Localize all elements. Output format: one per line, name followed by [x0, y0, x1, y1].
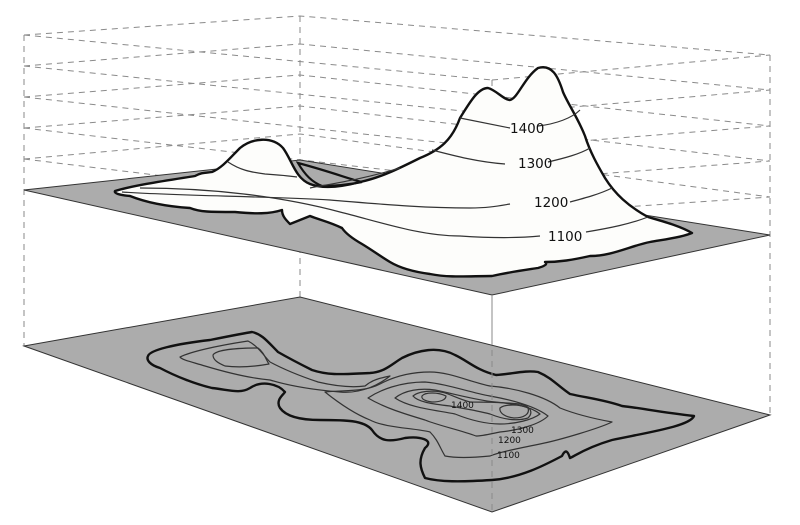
map-contour-east-1200: [367, 381, 549, 437]
map-contour-west-1300: [212, 347, 270, 368]
model-label-1300: 1300: [518, 156, 552, 172]
model-contour-1100: [139, 187, 649, 239]
terrain-model-plane: 1400 1300 1200 1100: [23, 66, 771, 296]
model-label-1400: 1400: [510, 121, 544, 137]
model-contour-1300: [431, 147, 591, 165]
map-contour-west-1200: [179, 340, 391, 393]
model-contour-west-hill: [227, 161, 298, 178]
terrain-surface: [113, 66, 694, 278]
map-contour-summit-east: [499, 404, 529, 419]
map-label-1400: 1400: [451, 401, 474, 411]
map-contour-east-1100: [324, 371, 613, 459]
model-contour-1200: [121, 167, 613, 209]
contour-map-plane: 1400 1300 1200 1100: [22, 296, 772, 513]
map-contour-east-1400: [412, 390, 532, 421]
map-base-plane: [22, 296, 772, 513]
model-label-1200: 1200: [534, 195, 568, 211]
model-contour-1400: [459, 109, 581, 129]
model-label-1100: 1100: [548, 229, 582, 245]
map-label-1100: 1100: [497, 451, 520, 461]
map-label-1200: 1200: [498, 436, 521, 446]
map-outline-contour: [146, 330, 696, 483]
map-contour-summit-west: [421, 392, 447, 403]
map-label-1300: 1300: [511, 426, 534, 436]
terrain-saddle-shadow: [295, 161, 363, 188]
map-contour-east-1300: [394, 388, 541, 425]
